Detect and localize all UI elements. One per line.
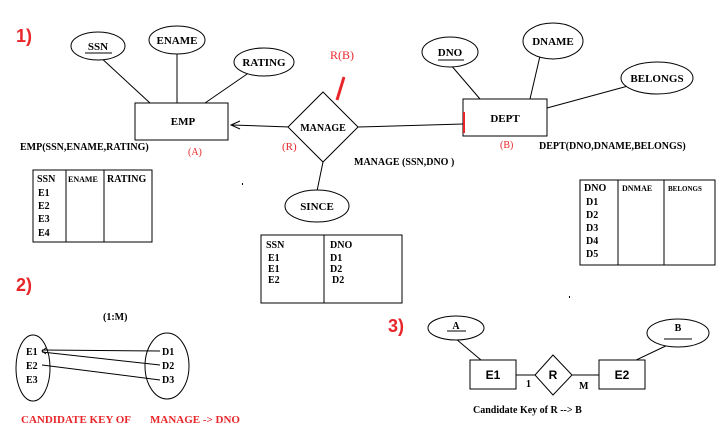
entity-e1 [469,359,517,390]
attribute-dname [522,22,584,60]
emp-schema: EMP(SSN,ENAME,RATING) [20,142,149,153]
candidate-key-caption-a: CANDIDATE KEY OF [21,414,131,426]
attribute-a [427,315,485,341]
dept-table-header-dno: DNO [584,183,606,194]
set-d-item: D3 [162,375,174,386]
dept-table-header-belongs: BELONGS [668,185,702,193]
dept-table-cell: D4 [586,236,598,247]
entity-dept [462,98,548,137]
emp-table: SSN ENAME RATING E1 E2 E3 E4 [32,169,153,243]
candidate-key-caption-r: Candidate Key of R --> B [473,405,582,416]
attribute-dname-label: DNAME [532,36,574,48]
attribute-belongs [620,61,694,95]
emp-table-header-ename: ENAME [68,175,98,184]
connector-rating [204,71,251,104]
dept-schema: DEPT(DNO,DNAME,BELONGS) [539,141,686,152]
attribute-b-label: B [675,323,682,334]
connector-belongs [546,85,629,109]
cardinality-label: (1:M) [103,312,127,323]
attribute-a-label: A [452,321,460,332]
manage-table-cell: E2 [268,275,280,286]
cardinality-many: M [579,381,589,392]
attribute-belongs-label: BELONGS [630,73,683,85]
attribute-ename-label: ENAME [157,35,198,47]
attribute-rating-label: RATING [242,57,286,69]
dept-table-cell: D1 [586,197,598,208]
entity-dept-label: DEPT [490,113,520,125]
set-e-item: E1 [26,347,38,358]
dept-table-header-dnmae: DNMAE [622,184,652,193]
label-rb: R(B) [330,48,354,62]
candidate-key-caption-b: MANAGE -> DNO [150,414,240,426]
section-number-1: 1) [16,26,32,46]
attribute-ename [148,25,206,55]
stray-dot [569,296,570,298]
arrow-head-emp [229,120,241,130]
manage-schema: MANAGE (SSN,DNO ) [354,157,454,168]
manage-table: SSN DNO E1 D1 E1 D2 E2 D2 [260,234,403,304]
set-d-item: D1 [162,347,174,358]
manage-table-cell: D1 [330,253,342,264]
manage-emp-link [231,124,291,128]
manage-table-header-dno: DNO [330,240,352,251]
relationship-r [534,354,573,396]
manage-table-cell: D2 [332,275,344,286]
dept-table-cell: D3 [586,223,598,234]
dept-table: DNO DNMAE BELONGS D1 D2 D3 D4 D5 [579,179,716,266]
entity-emp [134,102,229,141]
attribute-rating [233,47,295,77]
connector-since [316,161,324,192]
manage-table-cell: E1 [268,264,280,275]
dept-table-cell: D5 [586,249,598,260]
manage-table-cell: D2 [330,264,342,275]
dept-attributes: DNO DNAME BELONGS [421,22,694,109]
dept-table-cell: D2 [586,210,598,221]
attribute-ssn-label: SSN [88,41,108,53]
attribute-b [646,318,710,348]
connector-ssn [97,54,151,104]
emp-table-cell: E3 [38,214,50,225]
emp-table-header-ssn: SSN [37,174,56,185]
set-d-item: D2 [162,361,174,372]
entity-e2-label: E2 [615,368,630,382]
section-number-2: 2) [16,275,32,295]
set-d [144,332,190,400]
emp-table-cell: E2 [38,201,50,212]
manage-dept-link [357,123,464,128]
attribute-dno-label: DNO [438,47,463,59]
emp-table-cell: E4 [38,228,50,239]
manage-table-header-ssn: SSN [266,240,285,251]
cardinality-one: 1 [526,379,531,390]
entity-emp-label: EMP [171,116,196,128]
connector-dno [449,63,481,100]
label-r: (R) [282,141,297,153]
emp-table-cell: E1 [38,188,50,199]
entity-e2 [598,359,646,390]
manage-table-cell: E1 [268,253,280,264]
thick-line-mark [335,76,346,101]
set-e-item: E3 [26,375,38,386]
section-number-3: 3) [388,316,404,336]
set-e-item: E2 [26,361,38,372]
label-a: (A) [188,147,202,158]
connector-dname [529,55,541,100]
entity-e1-label: E1 [486,368,501,382]
relationship-r-label: R [549,368,558,382]
label-b: (B) [500,140,513,151]
emp-table-header-rating: RATING [107,174,146,185]
stray-dot [242,183,243,185]
attribute-since-label: SINCE [300,201,334,213]
connector-a [455,338,482,361]
set-e [15,334,51,402]
mapping-lines [41,347,161,381]
attribute-since [284,189,350,223]
relationship-manage-label: MANAGE [300,123,346,134]
emp-attributes: SSN ENAME RATING [70,25,295,104]
